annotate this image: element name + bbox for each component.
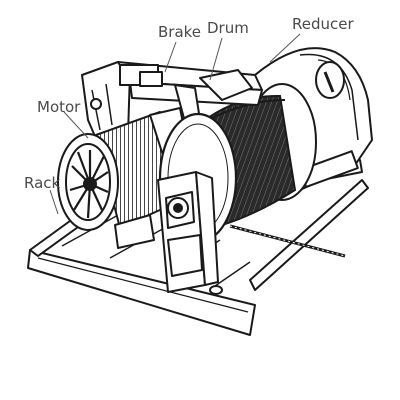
wire-rope: [229, 224, 346, 258]
drum-label: Drum: [207, 19, 249, 37]
reducer-label: Reducer: [292, 15, 354, 33]
motor-label: Motor: [37, 98, 81, 116]
brake-label: Brake: [158, 23, 202, 41]
leader-lines: [49, 33, 301, 215]
rack-label: Rack: [24, 174, 61, 192]
bearing-pedestal: [157, 171, 223, 295]
